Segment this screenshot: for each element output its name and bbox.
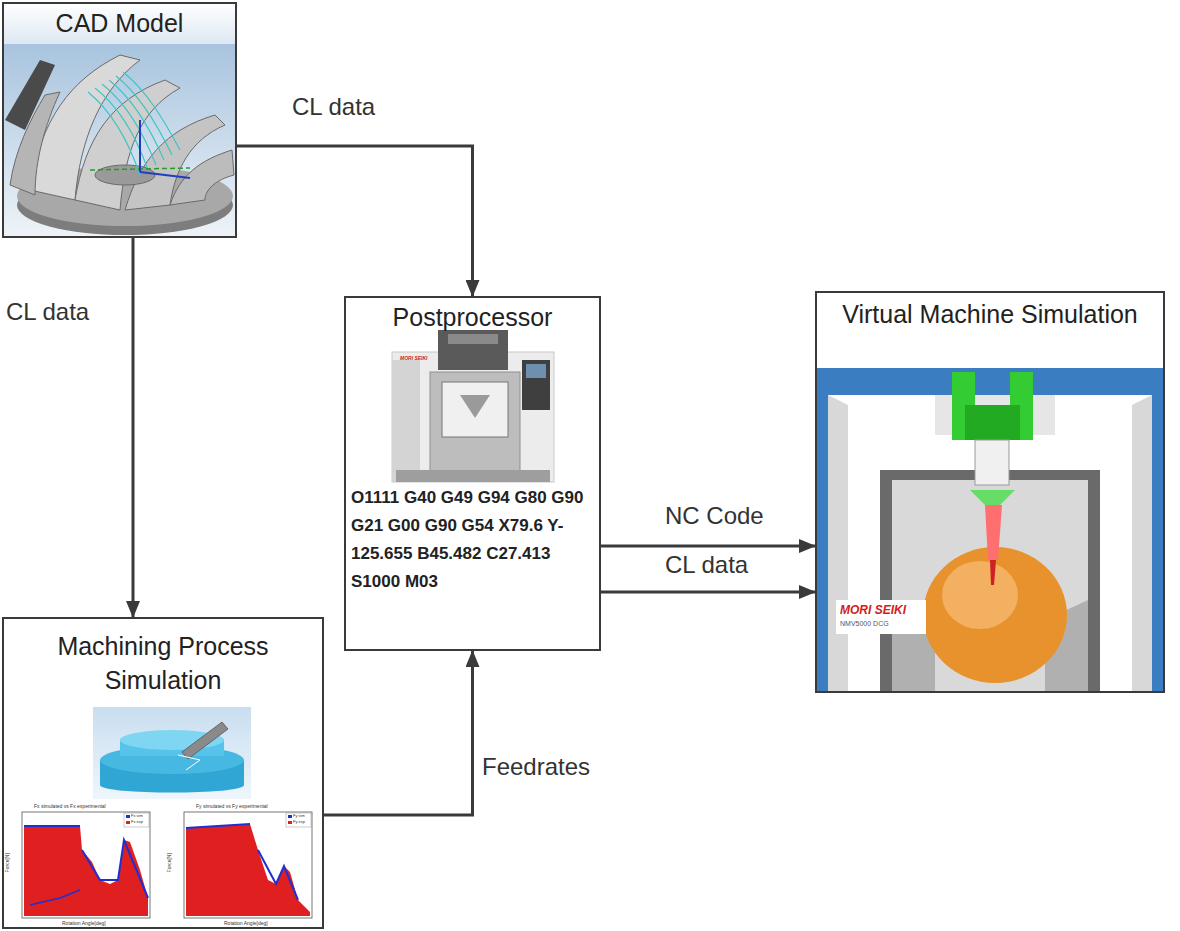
picture-label: NMV5000 DCG (840, 620, 889, 628)
picture-label: Rotation Angle[deg] (62, 921, 106, 927)
picture-shape (178, 755, 200, 770)
picture-shape (392, 352, 554, 482)
flow-arrow (601, 545, 815, 548)
node-title: Virtual Machine Simulation (817, 293, 1163, 329)
nc-code-text: O1111 G40 G49 G94 G80 G90 G21 G00 G90 G5… (346, 484, 599, 596)
process-box: CAD Model (2, 2, 237, 238)
picture-shape (522, 360, 550, 410)
force-chart (22, 812, 150, 918)
cad-picture (3, 3, 236, 237)
picture-label: Fy sim (293, 814, 305, 818)
picture-label: MORI SEIKI (840, 604, 906, 617)
picture-shape (5, 60, 55, 130)
process-box: Virtual Machine Simulation (815, 291, 1165, 693)
node-title: Machining Process Simulation (4, 619, 322, 697)
picture-shape (892, 480, 1088, 692)
machine-photo (392, 330, 554, 482)
picture-shape (124, 813, 149, 827)
flow-arrow (324, 651, 473, 815)
process-box: PostprocessorO1111 G40 G49 G94 G80 G90 G… (344, 296, 601, 651)
picture-shape (1132, 395, 1152, 692)
picture-shape (186, 824, 298, 900)
picture-shape (95, 165, 155, 185)
picture-shape (3, 3, 236, 44)
picture-shape (396, 470, 550, 482)
picture-label: Fy exp (293, 820, 305, 824)
picture-shape (828, 395, 848, 692)
picture-label: MORI SEIKI (400, 356, 428, 362)
picture-shape (22, 812, 150, 918)
picture-shape (880, 470, 1100, 692)
picture-shape (126, 821, 130, 824)
picture-shape (975, 440, 1009, 485)
picture-shape (288, 815, 292, 818)
picture-shape (288, 821, 292, 824)
edge-label: CL data (663, 551, 750, 579)
edge-label: CL data (290, 93, 377, 121)
picture-shape (24, 826, 148, 916)
picture-shape (923, 547, 1067, 683)
picture-shape (526, 364, 546, 378)
picture-shape (460, 395, 490, 418)
picture-shape (109, 80, 164, 160)
force-chart (184, 812, 312, 918)
picture-shape (123, 72, 180, 150)
edge-label: Feedrates (480, 753, 592, 781)
picture-shape (30, 890, 80, 905)
picture-shape (184, 812, 312, 918)
process-picture (93, 707, 251, 799)
virtual-machine-picture (816, 368, 1164, 692)
node-title: CAD Model (4, 4, 235, 38)
flow-arrow (132, 238, 135, 617)
picture-shape (88, 72, 180, 175)
picture-shape (24, 826, 148, 898)
picture-shape (828, 395, 1152, 692)
picture-shape (286, 813, 311, 827)
picture-shape (970, 490, 1015, 505)
picture-shape (430, 372, 520, 472)
picture-label: Rotation Angle[deg] (224, 921, 268, 927)
picture-label: Force[N] (167, 853, 173, 872)
picture-label: Fx simulated vs Fx experimental (34, 804, 106, 810)
picture-shape (182, 722, 228, 759)
picture-shape (448, 334, 498, 344)
picture-shape (126, 815, 130, 818)
picture-shape (186, 824, 310, 916)
flow-arrow (237, 146, 473, 296)
picture-label: Fy simulated vs Fy experimental (196, 804, 268, 810)
picture-shape (102, 84, 156, 165)
picture-shape (816, 368, 1164, 692)
picture-shape (990, 560, 996, 585)
picture-label: Force[N] (5, 853, 11, 872)
picture-shape (836, 600, 926, 634)
picture-shape (442, 382, 508, 437)
picture-shape (942, 561, 1018, 629)
picture-shape (392, 360, 420, 482)
picture-shape (985, 505, 1002, 560)
picture-shape (965, 405, 1020, 440)
picture-shape (438, 330, 508, 370)
flow-arrow (601, 591, 815, 594)
picture-shape (93, 707, 251, 799)
picture-shape (116, 76, 172, 155)
process-box: Machining Process Simulation (2, 617, 324, 929)
picture-shape (3, 44, 236, 237)
picture-label: Fx sim (131, 814, 143, 818)
node-title: Postprocessor (346, 298, 599, 332)
edge-label: CL data (4, 298, 91, 326)
picture-shape (140, 120, 190, 178)
picture-label: Fx exp (131, 820, 143, 824)
edge-label: NC Code (663, 502, 766, 530)
